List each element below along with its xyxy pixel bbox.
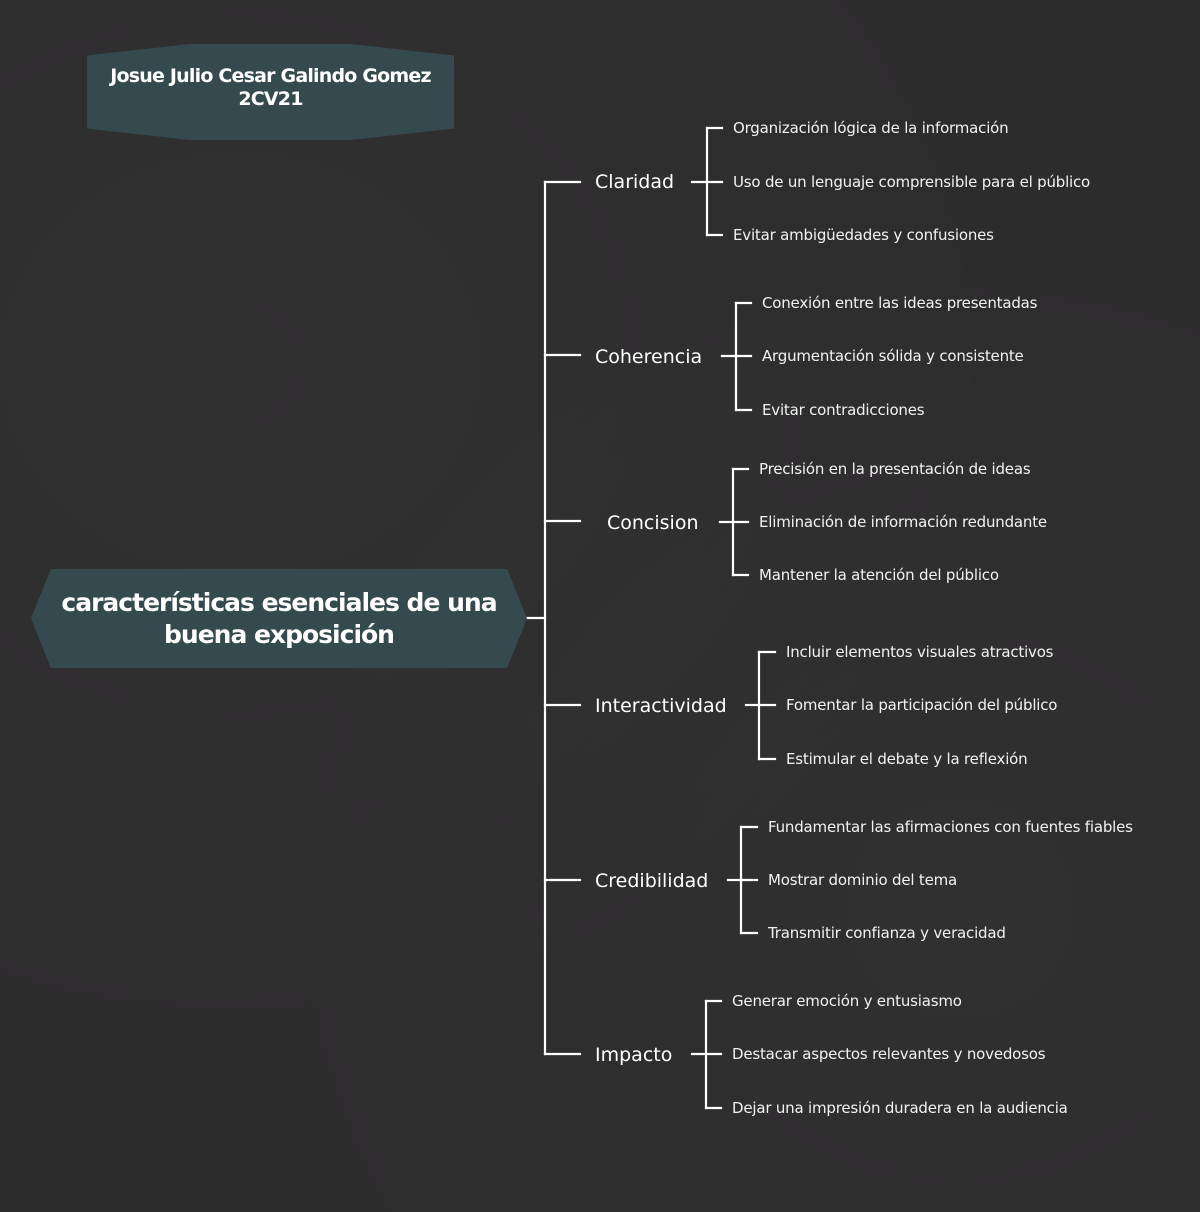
author-name: Josue Julio Cesar Galindo Gomez (110, 65, 431, 87)
author-node[interactable]: Josue Julio Cesar Galindo Gomez 2CV21 (87, 44, 454, 140)
leaf-claridad-1[interactable]: Organización lógica de la información (733, 119, 1009, 137)
leaf-coherencia-2[interactable]: Argumentación sólida y consistente (762, 347, 1024, 365)
leaf-coherencia-3[interactable]: Evitar contradicciones (762, 401, 925, 419)
root-topic-line-2: buena exposición (164, 619, 395, 649)
leaf-interactividad-1[interactable]: Incluir elementos visuales atractivos (786, 643, 1054, 661)
branch-claridad[interactable]: Claridad (595, 171, 675, 193)
author-group: 2CV21 (238, 88, 303, 110)
leaf-credibilidad-2[interactable]: Mostrar dominio del tema (768, 871, 958, 889)
leaf-interactividad-2[interactable]: Fomentar la participación del público (786, 696, 1058, 714)
leaf-concision-1[interactable]: Precisión en la presentación de ideas (759, 460, 1031, 478)
leaf-interactividad-3[interactable]: Estimular el debate y la reflexión (786, 750, 1028, 768)
leaf-concision-2[interactable]: Eliminación de información redundante (759, 513, 1047, 531)
leaf-impacto-3[interactable]: Dejar una impresión duradera en la audie… (732, 1099, 1068, 1117)
branch-impacto[interactable]: Impacto (595, 1044, 673, 1066)
leaf-credibilidad-1[interactable]: Fundamentar las afirmaciones con fuentes… (768, 818, 1133, 836)
leaf-impacto-1[interactable]: Generar emoción y entusiasmo (732, 992, 962, 1010)
root-topic-node[interactable]: características esenciales de una buena … (31, 569, 527, 668)
branch-credibilidad[interactable]: Credibilidad (595, 870, 709, 892)
leaf-claridad-3[interactable]: Evitar ambigüedades y confusiones (733, 226, 994, 244)
leaf-concision-3[interactable]: Mantener la atención del público (759, 566, 999, 584)
branch-concision[interactable]: Concision (607, 512, 699, 534)
leaf-impacto-2[interactable]: Destacar aspectos relevantes y novedosos (732, 1045, 1046, 1063)
leaf-coherencia-1[interactable]: Conexión entre las ideas presentadas (762, 294, 1038, 312)
leaf-credibilidad-3[interactable]: Transmitir confianza y veracidad (768, 924, 1006, 942)
branch-coherencia[interactable]: Coherencia (595, 346, 703, 368)
root-topic-line-1: características esenciales de una (61, 587, 497, 617)
branch-interactividad[interactable]: Interactividad (595, 695, 727, 717)
leaf-claridad-2[interactable]: Uso de un lenguaje comprensible para el … (733, 173, 1091, 191)
